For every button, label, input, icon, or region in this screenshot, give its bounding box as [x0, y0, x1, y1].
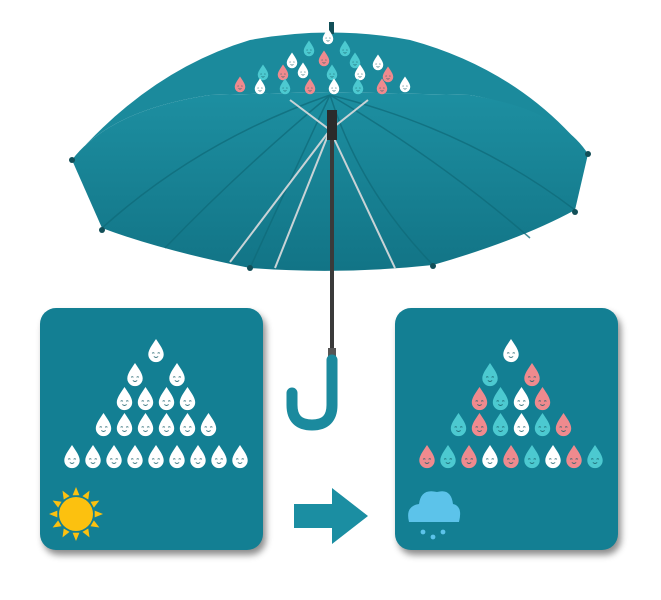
canopy-drop-pattern — [234, 28, 411, 95]
raindrop-icon — [482, 445, 498, 469]
raindrop-icon — [349, 52, 361, 69]
raindrop-icon — [513, 387, 530, 411]
raindrop-icon — [492, 413, 509, 437]
raindrop-icon — [318, 50, 330, 67]
raindrop-icon — [382, 66, 394, 83]
raindrop-icon — [419, 445, 435, 469]
raindrop-icon — [326, 64, 338, 81]
umbrella-illustration — [69, 22, 591, 431]
raindrop-icon — [254, 78, 266, 95]
raindrop-icon — [328, 78, 340, 95]
raindrop-icon — [322, 28, 334, 45]
raindrop-icon — [503, 445, 519, 469]
raindrop-icon — [106, 445, 122, 469]
raindrop-icon — [303, 40, 315, 57]
raindrop-icon — [64, 445, 80, 469]
raindrop-icon — [339, 40, 351, 57]
raindrop-icon — [190, 445, 206, 469]
raindrop-icon — [566, 445, 582, 469]
raindrop-icon — [116, 387, 133, 411]
raindrop-icon — [137, 387, 154, 411]
raindrop-icon — [372, 54, 384, 71]
arrow-right-icon — [294, 488, 368, 544]
drop-pattern-colored — [419, 339, 603, 469]
raindrop-icon — [534, 387, 551, 411]
raindrop-icon — [503, 339, 519, 363]
raindrop-icon — [545, 445, 561, 469]
raindrop-icon — [399, 76, 411, 93]
raindrop-icon — [257, 64, 269, 81]
raindrop-icon — [232, 445, 248, 469]
panel-rainy-after — [395, 308, 618, 550]
canopy-top — [72, 32, 588, 175]
raindrop-icon — [158, 413, 175, 437]
raindrop-icon — [587, 445, 603, 469]
raindrop-icon — [461, 445, 477, 469]
raindrop-icon — [297, 62, 309, 79]
raindrop-icon — [137, 413, 154, 437]
raindrop-icon — [440, 445, 456, 469]
raindrop-icon — [524, 445, 540, 469]
raindrop-icon — [354, 64, 366, 81]
raindrop-icon — [95, 413, 112, 437]
raindrop-icon — [524, 363, 540, 387]
raindrop-icon — [200, 413, 217, 437]
umbrella-handle — [286, 354, 338, 431]
umbrella-shaft — [330, 110, 334, 360]
raindrop-icon — [85, 445, 101, 469]
drop-pattern-white — [64, 339, 248, 469]
raindrop-icon — [304, 78, 316, 95]
raindrop-icon — [179, 413, 196, 437]
raindrop-icon — [555, 413, 572, 437]
raindrop-icon — [492, 387, 509, 411]
raindrop-icon — [471, 387, 488, 411]
raindrop-icon — [127, 445, 143, 469]
raindrop-icon — [352, 78, 364, 95]
raindrop-icon — [450, 413, 467, 437]
sun-icon — [49, 487, 103, 541]
raindrop-icon — [211, 445, 227, 469]
raindrop-icon — [169, 445, 185, 469]
raindrop-icon — [277, 64, 289, 81]
raindrop-icon — [148, 445, 164, 469]
rain-cloud-icon — [408, 491, 461, 540]
raindrop-icon — [179, 387, 196, 411]
raindrop-icon — [482, 363, 498, 387]
raindrop-icon — [286, 52, 298, 69]
raindrop-icon — [279, 78, 291, 95]
raindrop-icon — [471, 413, 488, 437]
raindrop-icon — [376, 78, 388, 95]
raindrop-icon — [158, 387, 175, 411]
raindrop-icon — [534, 413, 551, 437]
panel-sunny-before — [40, 308, 263, 550]
raindrop-icon — [513, 413, 530, 437]
raindrop-icon — [234, 76, 246, 93]
raindrop-icon — [169, 363, 185, 387]
raindrop-icon — [116, 413, 133, 437]
raindrop-icon — [148, 339, 164, 363]
raindrop-icon — [127, 363, 143, 387]
